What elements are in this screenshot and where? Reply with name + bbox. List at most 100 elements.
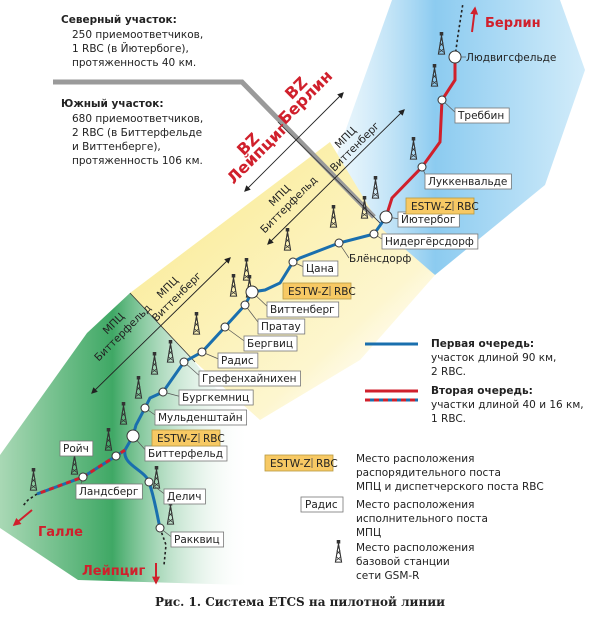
station-label: Блёнсдорф: [349, 253, 411, 265]
station-niedergorsdorf[interactable]: Нидергёрсдорф: [369, 229, 479, 250]
note-line: протяженность 40 км.: [72, 57, 196, 69]
station-bergwitz[interactable]: Бергвиц: [220, 322, 298, 352]
legend-text: Место расположения: [356, 453, 474, 465]
station-burgkemnitz[interactable]: Бургкемниц: [158, 387, 254, 406]
station-rackwitz[interactable]: Ракквиц: [155, 523, 225, 548]
station-node[interactable]: [334, 238, 344, 248]
station-node[interactable]: [379, 210, 393, 224]
station-landsberg[interactable]: Ландсберг: [75, 472, 143, 500]
legend-estw-label: RBC: [316, 458, 338, 470]
legend-station-example: Радис: [305, 499, 338, 511]
station-ludwigsfelde[interactable]: Людвигсфельде: [448, 50, 556, 64]
estw-label: ESTW-Z: [411, 201, 452, 213]
station-label: Луккенвальде: [428, 176, 507, 188]
station-label-box: [170, 531, 225, 548]
station-node[interactable]: [78, 472, 88, 482]
station-zahna[interactable]: Цана: [288, 257, 339, 277]
figure-caption: Рис. 1. Система ETCS на пилотной линии: [155, 595, 445, 609]
station-node[interactable]: [179, 357, 189, 367]
stations: ЛюдвигсфельдеТреббинЛуккенвальдеЙютербог…: [59, 50, 556, 548]
estw-label: ESTW-Z: [157, 433, 198, 445]
note-line: 680 приемоответчиков,: [72, 113, 203, 125]
note-line: и Виттенберге),: [72, 141, 161, 153]
station-node[interactable]: [111, 451, 121, 461]
station-label-box: [454, 107, 510, 124]
station-node[interactable]: [158, 387, 168, 397]
legend: Первая очередь: участок длиной 90 км, 2 …: [264, 338, 584, 582]
station-label: Грефенхайнихен: [202, 373, 297, 385]
station-node[interactable]: [448, 50, 462, 64]
station-label-box: [302, 260, 339, 277]
direction-leipzig: Лейпциг: [82, 564, 145, 579]
south-section-note: Южный участок: 680 приемоответчиков, 2 R…: [61, 98, 203, 167]
legend-estw-label: ESTW-Z: [270, 458, 311, 470]
station-label: Бургкемниц: [182, 392, 249, 404]
station-label-box: [217, 352, 259, 369]
station-luckenwalde[interactable]: Луккенвальде: [417, 162, 512, 190]
legend-text: исполнительного поста: [356, 513, 488, 525]
station-blonsdorf[interactable]: Блёнсдорф: [334, 238, 411, 265]
station-label-box: [154, 409, 248, 426]
mpc-arrow-south: [91, 257, 231, 394]
station-node[interactable]: [288, 257, 298, 267]
station-radis[interactable]: Радис: [197, 347, 259, 369]
station-label: Ландсберг: [79, 486, 138, 498]
station-label: Людвигсфельде: [466, 52, 556, 64]
note-line: протяженность 106 км.: [72, 155, 203, 167]
note-line: 1 RBC (в Йютербоге),: [72, 42, 189, 55]
note-title: Северный участок:: [61, 14, 177, 26]
legend-text: Место расположения: [356, 499, 474, 511]
station-node[interactable]: [245, 285, 259, 299]
halle-arrow: [12, 509, 33, 527]
station-grafenhainichen[interactable]: Грефенхайнихен: [179, 357, 301, 387]
station-label: Радис: [221, 355, 254, 367]
legend-first-title: Первая очередь:: [431, 338, 534, 350]
station-label-box: [266, 301, 340, 318]
track-extension-halle: [21, 493, 38, 508]
station-label: Бергвиц: [247, 338, 293, 350]
legend-text: Место расположения: [356, 542, 474, 554]
legend-second-title: Вторая очередь:: [431, 385, 533, 397]
mpc-arrow-north: [267, 109, 405, 245]
station-node[interactable]: [197, 347, 207, 357]
station-node[interactable]: [240, 300, 250, 310]
station-label: Цана: [306, 263, 334, 275]
direction-berlin: Берлин: [485, 16, 541, 31]
track-extension-berlin: [454, 2, 464, 58]
station-node[interactable]: [140, 403, 150, 413]
estw-box: [282, 282, 352, 300]
station-label-box: [381, 233, 479, 250]
station-node[interactable]: [369, 229, 379, 239]
legend-text: сети GSM-R: [356, 570, 419, 582]
station-label: Ройч: [63, 443, 89, 455]
station-node[interactable]: [417, 162, 427, 172]
station-pratau[interactable]: Пратау: [240, 300, 306, 335]
station-muldenstein[interactable]: Мульденштайн: [140, 403, 248, 426]
station-node[interactable]: [144, 477, 154, 487]
note-line: 250 приемоответчиков,: [72, 29, 203, 41]
zone-label-line: Лейпциг: [223, 119, 291, 187]
station-delitzsch[interactable]: Делич: [144, 477, 206, 505]
station-label: Треббин: [457, 110, 504, 122]
second-stage-line-north: [384, 57, 457, 218]
track-extension-leipzig: [159, 527, 167, 566]
station-node[interactable]: [220, 322, 230, 332]
station-roitzsch[interactable]: Ройч: [59, 440, 121, 461]
legend-text: распорядительного поста: [356, 467, 501, 479]
station-label: Пратау: [261, 321, 301, 333]
station-leader: [224, 326, 248, 344]
legend-tower-icon: [334, 540, 343, 563]
legend-text: МПЦ и диспетчерского поста RBC: [356, 481, 544, 493]
estw-label: ESTW-Z: [288, 286, 329, 298]
station-label-box: [59, 440, 94, 457]
station-node[interactable]: [155, 523, 165, 533]
station-node[interactable]: [126, 429, 140, 443]
station-trebbin[interactable]: Треббин: [437, 95, 510, 124]
note-line: 2 RBC (в Биттерфельде: [72, 127, 202, 139]
station-node[interactable]: [437, 95, 447, 105]
